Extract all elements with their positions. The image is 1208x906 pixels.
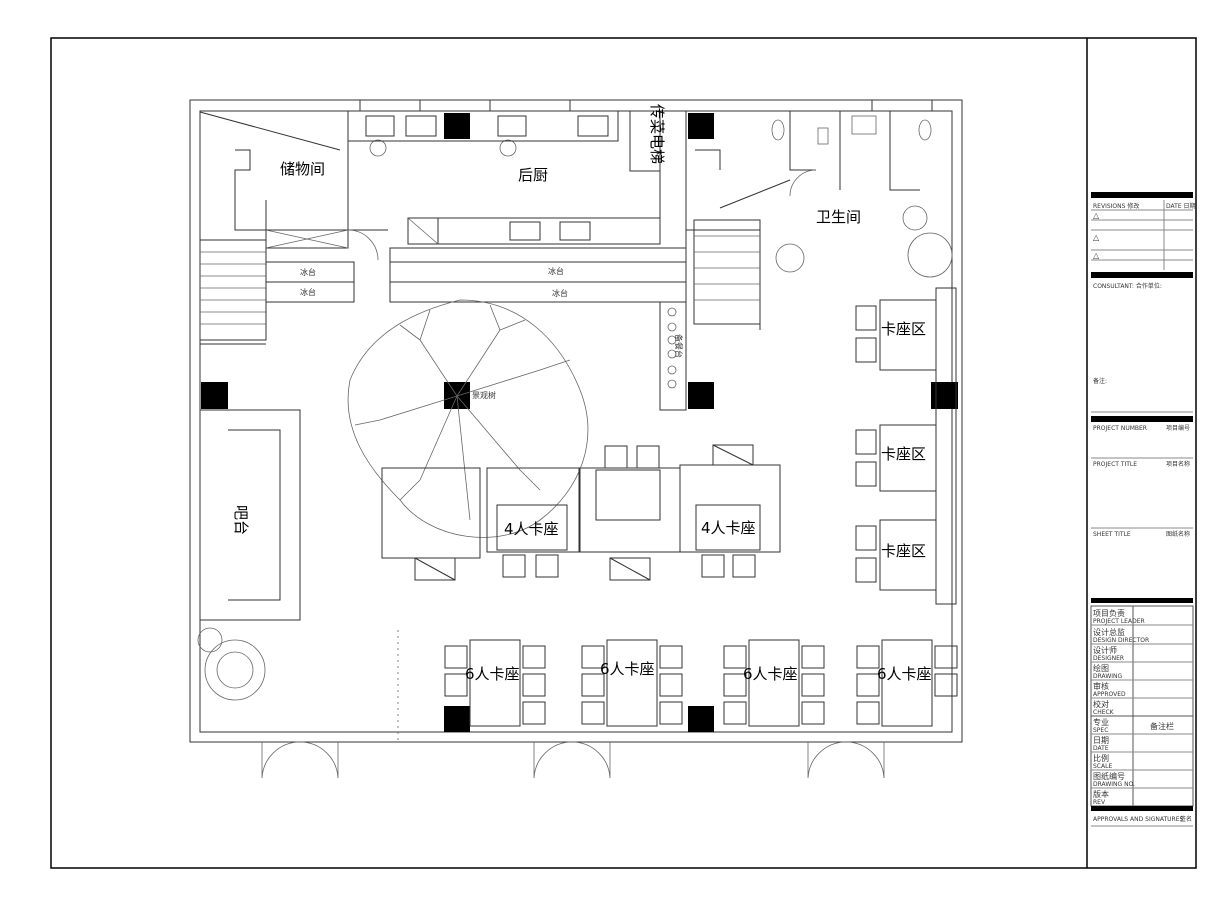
- label-four-seat: 4人卡座: [504, 520, 559, 538]
- project-title-label: PROJECT TITLE: [1093, 461, 1137, 468]
- label-storage: 储物间: [280, 160, 325, 178]
- title-block: REVISIONS 修改 DATE 日期 △ △ △ CONSULTANT: 合作单…: [1090, 192, 1196, 827]
- label-serving: 备餐台: [674, 334, 684, 358]
- row-en: DRAWING: [1093, 673, 1123, 680]
- landscape-tree: [197, 299, 589, 701]
- row-cn: 设计总监: [1093, 627, 1125, 637]
- label-booth-area: 卡座区: [881, 320, 926, 338]
- row-en: DATE: [1093, 745, 1109, 752]
- label-booth-area: 卡座区: [881, 542, 926, 560]
- label-restroom: 卫生间: [816, 208, 861, 226]
- row-cn: 设计师: [1093, 645, 1117, 655]
- remark-cell: 备注栏: [1150, 721, 1174, 731]
- restroom-walls: [685, 111, 953, 410]
- outer-walls: [189, 99, 963, 743]
- row-en: PROJECT LEADER: [1093, 618, 1145, 625]
- row-en: DRAWING NO.: [1093, 781, 1135, 788]
- row-en: DESIGN DIRECTOR: [1093, 637, 1149, 644]
- label-six-seat: 6人卡座: [877, 665, 932, 683]
- row-cn: 专业: [1093, 717, 1109, 727]
- approvals-label: APPROVALS AND SIGNATURES: [1093, 816, 1184, 823]
- row-cn: 绘图: [1093, 663, 1109, 673]
- row-en: REV: [1093, 799, 1106, 806]
- row-cn: 比例: [1093, 753, 1109, 763]
- row-en: APPROVED: [1093, 691, 1126, 698]
- row-en: SCALE: [1093, 763, 1112, 770]
- sheet-title-cn: 图纸名称: [1166, 530, 1190, 538]
- consultant-label: CONSULTANT: 合作单位:: [1093, 282, 1162, 290]
- label-bar: 吧台: [232, 505, 250, 535]
- structural-columns: [201, 113, 958, 732]
- bar-counter: [200, 409, 301, 621]
- date-header: DATE 日期: [1166, 202, 1196, 210]
- row-cn: 项目负责: [1093, 608, 1125, 618]
- label-six-seat: 6人卡座: [600, 660, 655, 678]
- label-ice-counter: 冰台: [552, 288, 568, 298]
- revisions-header: REVISIONS 修改: [1093, 202, 1139, 210]
- kitchen-walls: [199, 110, 661, 345]
- entrance-doors: [261, 229, 885, 779]
- row-en: DESIGNER: [1093, 655, 1124, 662]
- project-number-label: PROJECT NUMBER: [1093, 425, 1147, 432]
- notes-label: 备注:: [1093, 377, 1107, 385]
- label-landscape-tree: 景观树: [472, 390, 496, 400]
- six-seat-furniture: [444, 639, 958, 727]
- svg-text:△: △: [1093, 211, 1100, 220]
- sheet-border: [50, 37, 1197, 869]
- label-four-seat: 4人卡座: [701, 519, 756, 537]
- four-seat-furniture: [381, 444, 781, 581]
- label-ice-counter: 冰台: [300, 287, 316, 297]
- label-booth-area: 卡座区: [881, 445, 926, 463]
- label-ice-counter: 冰台: [300, 267, 316, 277]
- row-cn: 校对: [1093, 699, 1109, 709]
- svg-text:△: △: [1093, 251, 1100, 260]
- ice-counters: [265, 247, 687, 411]
- row-cn: 日期: [1093, 736, 1109, 745]
- label-kitchen: 后厨: [518, 166, 548, 184]
- label-six-seat: 6人卡座: [743, 665, 798, 683]
- row-cn: 图纸编号: [1093, 771, 1125, 781]
- approvals-cn: 签名: [1180, 815, 1192, 823]
- label-six-seat: 6人卡座: [465, 665, 520, 683]
- row-en: CHECK: [1093, 709, 1115, 716]
- row-cn: 审核: [1093, 681, 1109, 691]
- label-dumbwaiter: 传菜电梯: [648, 104, 666, 164]
- sheet-title-label: SHEET TITLE: [1093, 531, 1131, 538]
- booth-area-furniture: [855, 287, 957, 605]
- svg-text:△: △: [1093, 233, 1100, 242]
- row-en: SPEC: [1093, 727, 1108, 734]
- project-number-cn: 项目编号: [1166, 424, 1190, 432]
- project-title-cn: 项目名称: [1166, 460, 1190, 468]
- label-ice-counter: 冰台: [548, 266, 564, 276]
- row-cn: 版本: [1093, 789, 1109, 799]
